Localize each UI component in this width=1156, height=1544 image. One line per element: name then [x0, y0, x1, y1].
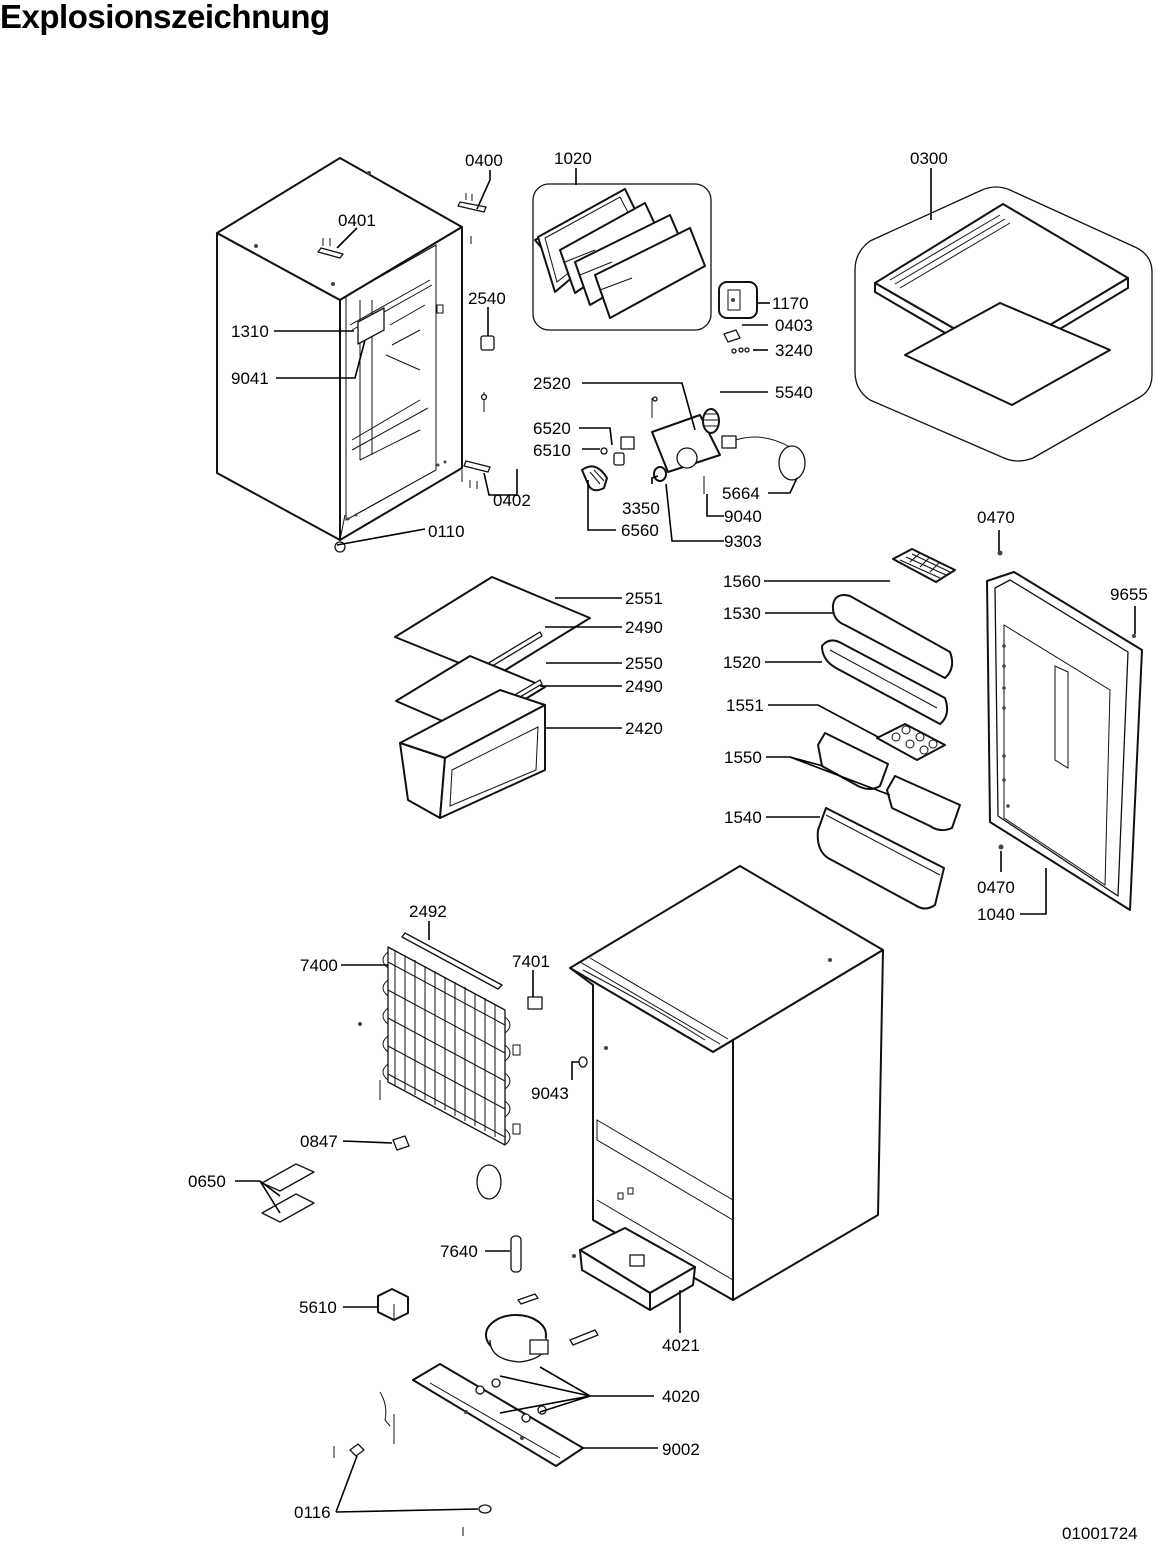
callout-0116: 0116 — [294, 1503, 331, 1522]
cabinet-body-part — [216, 157, 463, 553]
callout-4020: 4020 — [662, 1387, 700, 1406]
callout-1020: 1020 — [554, 149, 592, 168]
callout-7401: 7401 — [512, 952, 550, 971]
part-9655 — [1132, 634, 1136, 638]
part-2540 — [480, 335, 495, 412]
callout-1310: 1310 — [231, 322, 269, 341]
callout-1520: 1520 — [723, 653, 761, 672]
callout-0847: 0847 — [300, 1132, 338, 1151]
callout-9655: 9655 — [1110, 585, 1148, 604]
callout-0650: 0650 — [188, 1172, 226, 1191]
callout-1560: 1560 — [723, 572, 761, 591]
callout-5540: 5540 — [775, 383, 813, 402]
page-title: Explosionszeichnung — [0, 0, 330, 35]
callout-0470-bottom: 0470 — [977, 878, 1015, 897]
callout-1540: 1540 — [724, 808, 762, 827]
callout-6510: 6510 — [533, 441, 571, 460]
callout-9040: 9040 — [724, 507, 762, 526]
butter-lid-1530-part — [831, 594, 954, 679]
bottle-holder-1550a-part — [817, 732, 889, 790]
callout-2520: 2520 — [533, 374, 571, 393]
part-3350 — [653, 466, 667, 482]
callout-0110: 0110 — [428, 522, 465, 541]
callout-9002: 9002 — [662, 1440, 700, 1459]
leader-lines — [235, 168, 1136, 1513]
callout-1551: 1551 — [726, 696, 764, 715]
part-0403 — [723, 329, 741, 343]
knob-6560-part — [581, 465, 608, 492]
hinge-0400-part — [457, 193, 487, 244]
door-tray-1520-part — [821, 639, 949, 725]
callout-labels: 0400 1020 0300 0401 2540 1310 9041 1170 … — [188, 149, 1148, 1522]
dryer-7640-part — [510, 1235, 522, 1273]
callout-3240: 3240 — [775, 341, 813, 360]
callout-9043: 9043 — [531, 1084, 569, 1103]
part-3240 — [731, 347, 750, 354]
callout-2490-upper: 2490 — [625, 618, 663, 637]
callout-1530: 1530 — [723, 604, 761, 623]
relay-5610-part — [377, 1288, 409, 1321]
cable-5664-part — [721, 435, 806, 481]
strip-2492-part — [401, 932, 503, 990]
callout-3350: 3350 — [622, 499, 660, 518]
callout-0400: 0400 — [465, 151, 503, 170]
part-0470b — [998, 844, 1004, 850]
part-1170 — [718, 281, 758, 319]
freezer-door-kit-1020-part — [532, 183, 712, 331]
top-hinge-0401-part — [317, 238, 344, 259]
lamp-socket-5540-part — [702, 408, 720, 434]
part-6510 — [600, 447, 608, 455]
callout-0300: 0300 — [910, 149, 948, 168]
callout-0470-top: 0470 — [977, 508, 1015, 527]
bottom-cabinet-part — [569, 865, 884, 1301]
callout-6520: 6520 — [533, 419, 571, 438]
callout-2490-lower: 2490 — [625, 677, 663, 696]
feet-0116-part — [333, 1391, 492, 1536]
part-6520 — [613, 436, 635, 466]
callout-1170: 1170 — [772, 294, 809, 313]
egg-holder-1551-part — [876, 723, 946, 761]
callout-5664: 5664 — [722, 484, 760, 503]
thermostat-housing-2520-part — [651, 396, 721, 473]
condenser-7400-part — [358, 946, 521, 1200]
callout-5610: 5610 — [299, 1298, 337, 1317]
part-7401 — [527, 996, 543, 1010]
callout-0401: 0401 — [338, 211, 376, 230]
callout-9303: 9303 — [724, 532, 762, 551]
drain-tray-4021-part — [572, 1227, 696, 1311]
callout-7400: 7400 — [300, 956, 338, 975]
callout-4021: 4021 — [662, 1336, 700, 1355]
part-0470a — [997, 550, 1003, 556]
callout-0402: 0402 — [493, 491, 531, 510]
pads-0650-part — [261, 1163, 315, 1223]
worktop-0300-part — [854, 186, 1153, 462]
callout-2492: 2492 — [409, 902, 447, 921]
parts-layer — [216, 157, 1153, 1536]
part-0847 — [392, 1135, 410, 1151]
callout-6560: 6560 — [621, 521, 659, 540]
callout-9041: 9041 — [231, 369, 269, 388]
base-plate-9002-part — [412, 1363, 584, 1467]
callout-1550: 1550 — [724, 748, 762, 767]
bottom-tray-1540-part — [816, 807, 945, 910]
callout-1040: 1040 — [977, 905, 1015, 924]
callout-2550: 2550 — [625, 654, 663, 673]
crisper-2420-part — [399, 689, 546, 819]
document-number: 01001724 — [1062, 1524, 1138, 1543]
callout-2420: 2420 — [625, 719, 663, 738]
callout-2551: 2551 — [625, 589, 663, 608]
compressor-part — [485, 1293, 599, 1363]
hinge-0402-part — [461, 460, 491, 489]
callout-0403: 0403 — [775, 316, 813, 335]
callout-2540: 2540 — [468, 289, 506, 308]
part-9043 — [578, 1056, 588, 1068]
bottle-holder-1550b-part — [886, 775, 961, 832]
fridge-door-1040-part — [986, 571, 1143, 911]
callout-7640: 7640 — [440, 1242, 478, 1261]
egg-tray-1560-part — [892, 548, 956, 583]
